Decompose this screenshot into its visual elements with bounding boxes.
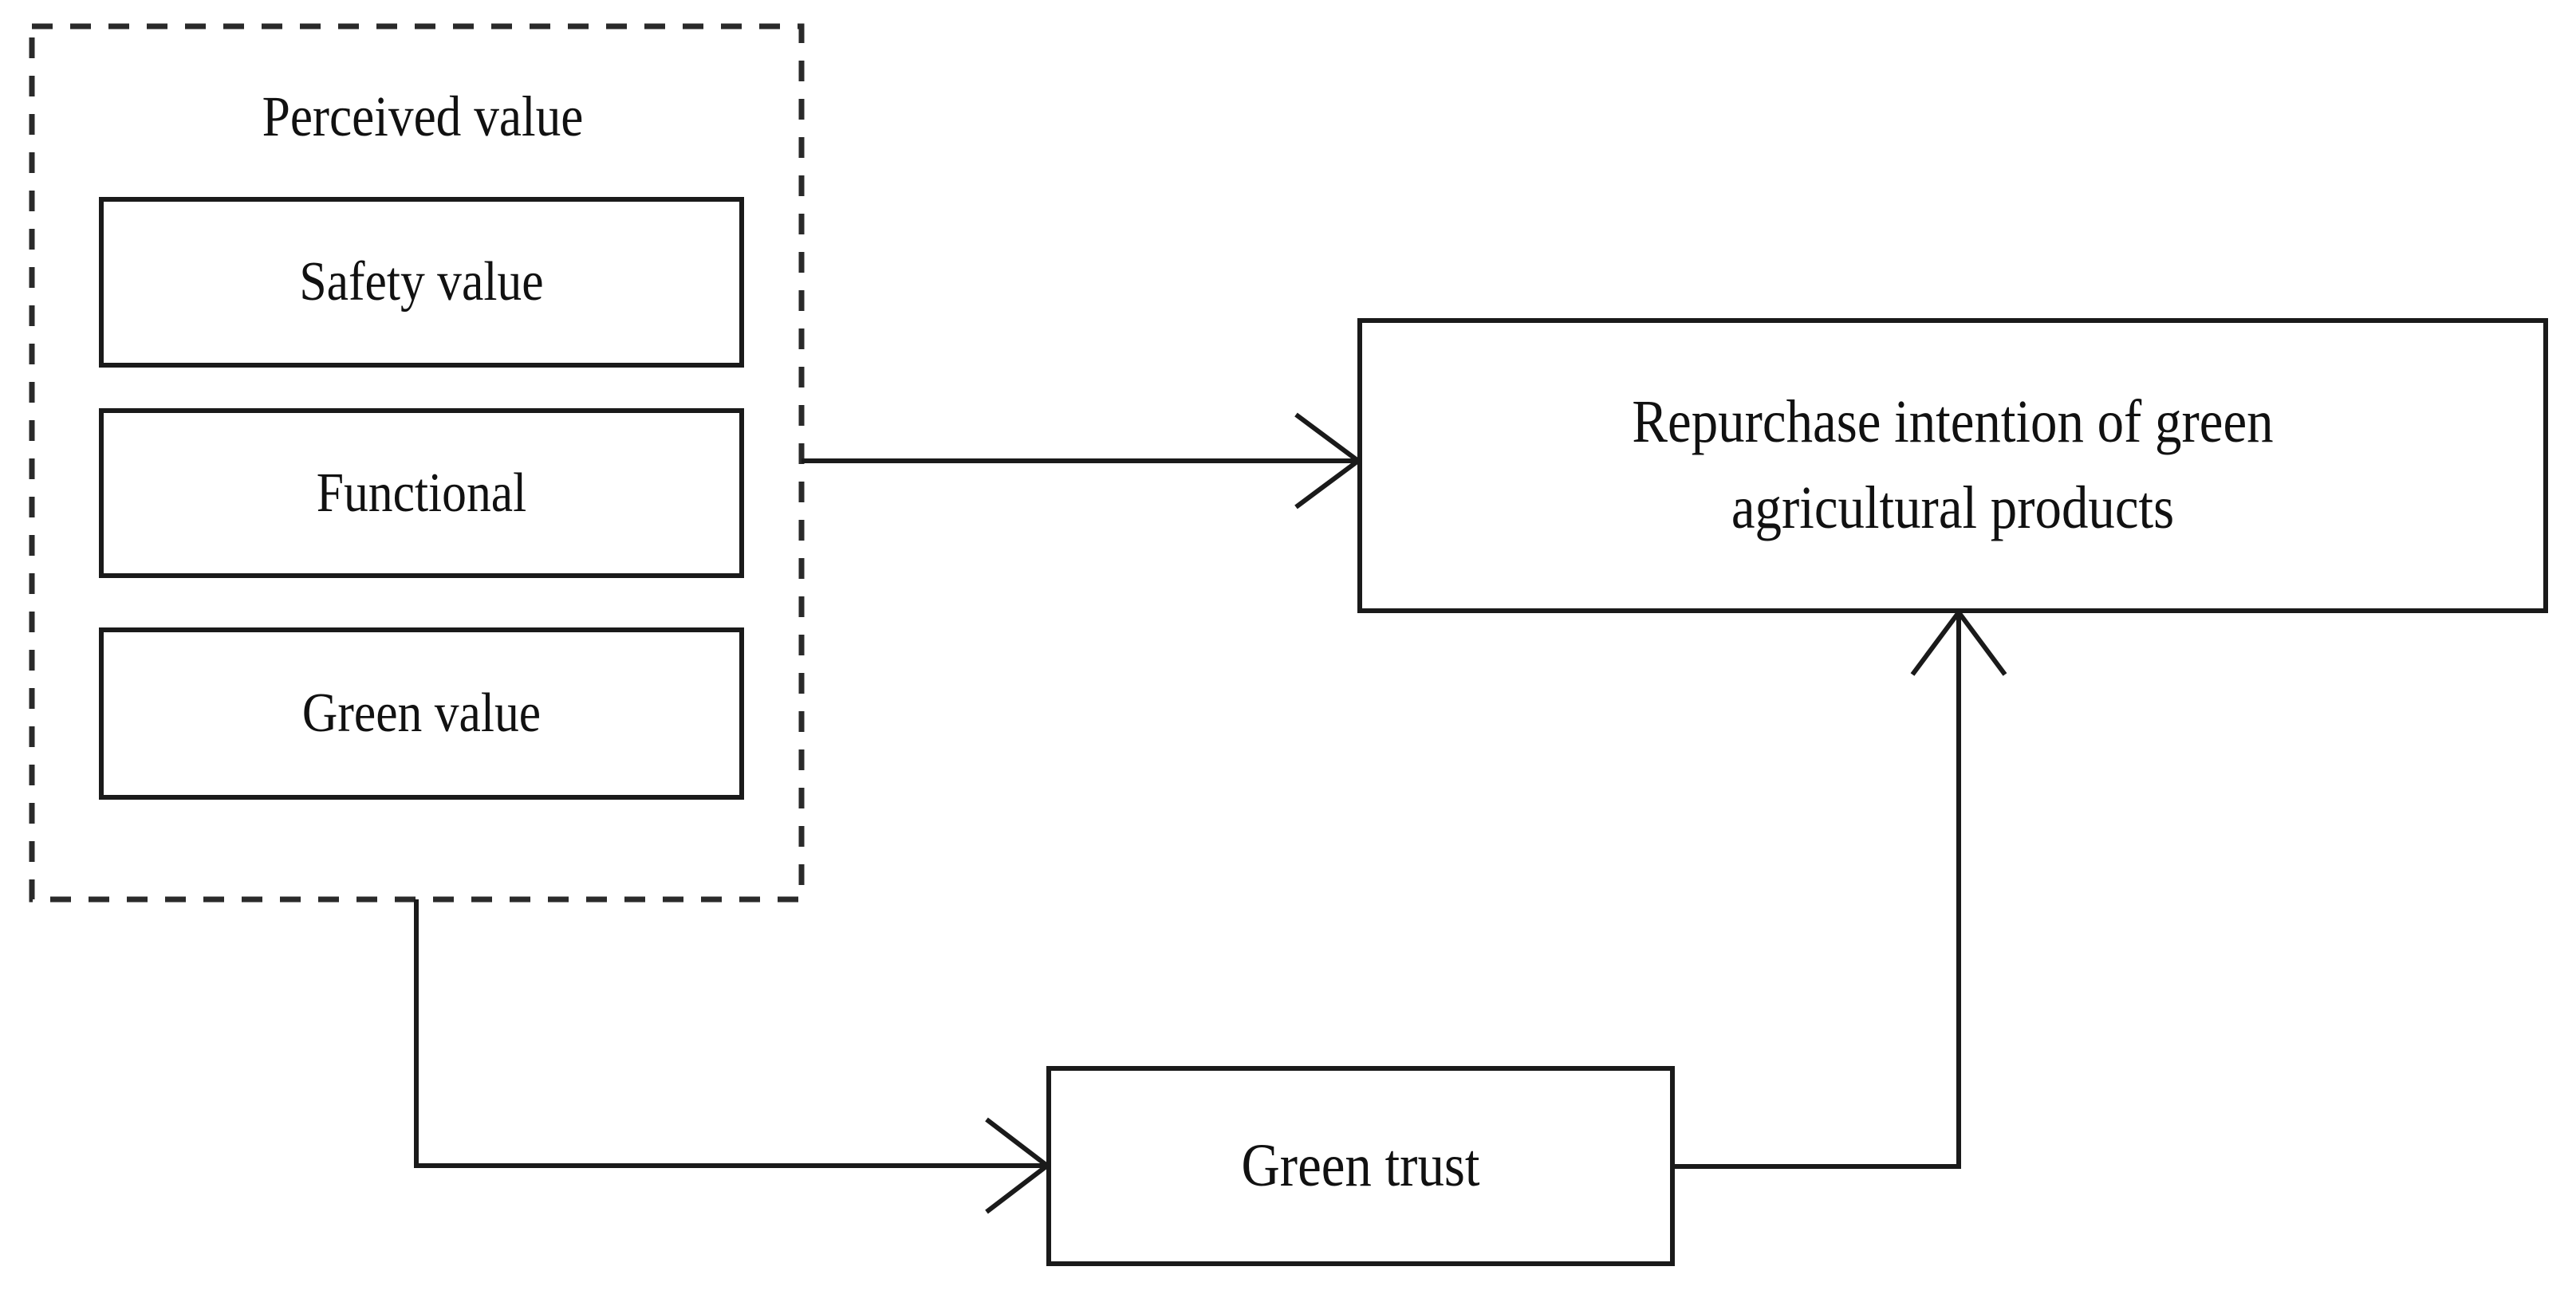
green-trust-box[interactable] bbox=[1046, 1066, 1675, 1266]
edge-perceived-to-repurchase bbox=[802, 412, 1363, 509]
safety-value-box[interactable] bbox=[99, 197, 744, 368]
perceived-value-group-title: Perceived value bbox=[262, 85, 584, 148]
repurchase-intention-box[interactable] bbox=[1357, 318, 2548, 613]
functional-value-box[interactable] bbox=[99, 408, 744, 578]
edge-perceived-to-green-trust bbox=[414, 899, 1051, 1214]
green-value-box[interactable] bbox=[99, 627, 744, 800]
edge-green-trust-to-repurchase bbox=[1672, 608, 2007, 1169]
